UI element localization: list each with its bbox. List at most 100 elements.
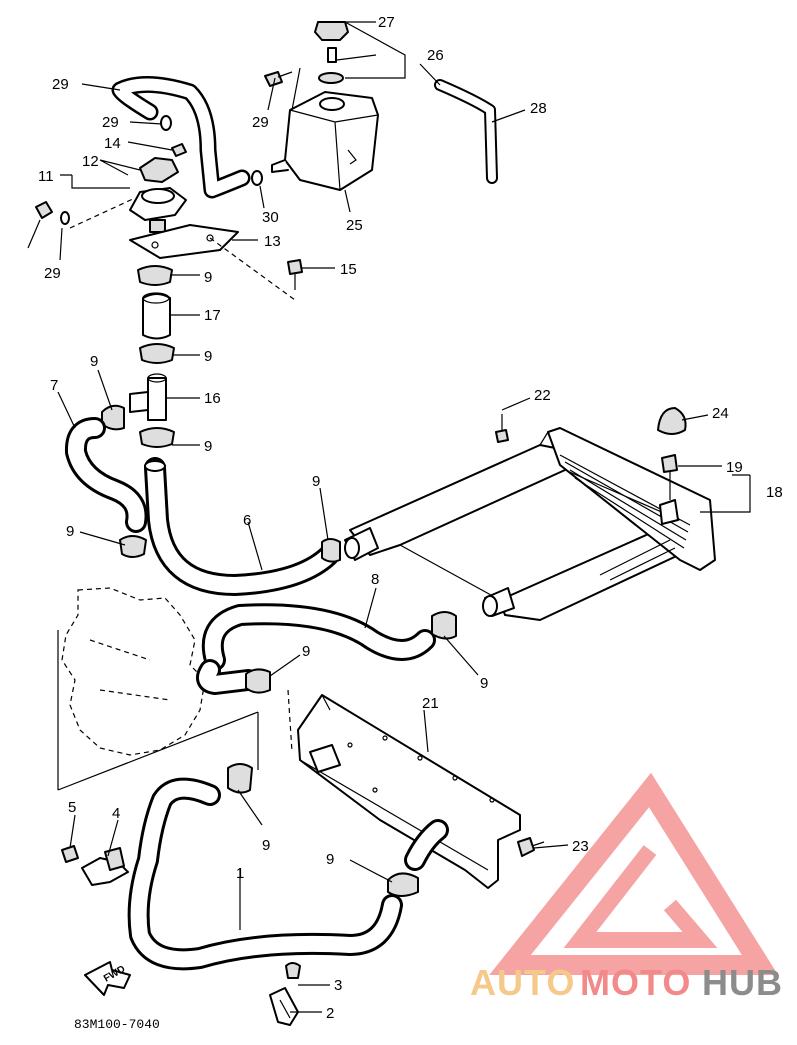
overflow-hose [434,79,498,184]
callout-15: 16 [204,390,221,407]
watermark-moto: MOTO [580,962,691,1003]
clamps-hose-1 [227,763,419,897]
callout-1: 1 [236,865,244,882]
callout-16: 17 [204,307,221,324]
clamp-9-f [321,538,341,563]
clip-29-left [60,211,70,225]
watermark-text: AUTO MOTO HUB [470,962,782,1003]
bolt-3 [285,962,301,979]
callout-23: 25 [346,217,363,234]
callout-18: 19 [726,459,743,476]
radiator-lower-inlet [482,595,498,617]
reservoir-tank [271,91,379,191]
callout-26: 28 [530,100,547,117]
filler-neck-outlet [149,219,166,233]
bracket-2-line [279,999,291,1019]
leader-lines [27,21,751,1013]
lower-bracket-assembly [269,962,301,1026]
bracket-4-tab [104,847,125,871]
clamp-9-i [227,763,253,794]
callout-19: 21 [422,695,439,712]
callout-6: 6 [243,512,251,529]
callout-20: 22 [534,387,551,404]
t-joint-15 [129,373,167,421]
callout-14: 15 [340,261,357,278]
fwd-arrow: FWD [84,961,131,996]
callout-3: 3 [334,977,342,994]
callout-9-f: 9 [66,523,74,540]
callout-10: 11 [38,168,54,185]
bolt-14 [287,259,303,275]
callout-25: 27 [378,14,395,31]
bolt-20 [495,429,509,443]
callout-9-i: 9 [262,837,270,854]
breather-hose [111,75,251,199]
callout-29-top: 29 [102,114,119,131]
callout-9-c: 9 [90,353,98,370]
callout-17: 18 [766,484,783,501]
gasket-plate-12 [129,224,239,259]
engine-outline [57,587,259,791]
engine-detail-line [89,639,171,701]
clamp-9-e [119,535,147,558]
radiator-17 [344,427,716,621]
hose-6 [144,457,339,596]
bolt-18 [661,454,678,473]
callout-29-right: 30 [262,209,279,226]
callout-24: 26 [427,47,444,64]
callout-4: 4 [112,805,120,822]
clamps-hose-8 [245,611,457,694]
radiator-upper-tank [349,444,566,556]
bolt-13 [171,143,187,157]
tank-cap [314,21,349,41]
watermark-logo [489,772,779,975]
radiator-fittings [495,407,687,500]
cap-stem [327,47,337,63]
shroud-fitting [309,744,341,773]
callout-9-b: 9 [204,348,212,365]
radiator-cap-11 [139,157,179,183]
callout-22: 24 [712,405,729,422]
callout-12: 13 [264,233,281,250]
hose-1 [127,777,449,971]
shroud-plate [297,694,521,889]
cap-30 [35,201,53,219]
callout-8: 8 [371,571,379,588]
bolt-27-shank [277,71,293,78]
clamps-vertical-stack [101,265,175,448]
watermark-triangle-outer [489,772,779,975]
clamp-9-b [139,343,175,364]
callout-9-g: 9 [302,643,310,660]
callouts: 27 26 28 29 29 29 14 12 11 30 25 29 13 1… [38,14,783,1022]
thermostat-housing [69,143,303,301]
bolt-5 [61,845,79,863]
callout-5: 5 [68,799,76,816]
fwd-arrow-shape [84,961,131,996]
bolt-27-head [264,71,283,87]
tank-top-edge [289,109,379,191]
callout-2: 2 [326,1005,334,1022]
watermark-triangle-inner [563,845,718,948]
radiator-upper-inlet [344,537,360,559]
callout-9-h: 9 [480,675,488,692]
tank-cap-assembly [314,21,349,84]
shroud-19 [287,689,521,889]
watermark-auto: AUTO [470,962,575,1003]
clamp-9-j [387,872,419,897]
diagram-code: 83M100-7040 [74,1017,160,1032]
hose-7 [64,417,148,533]
pipe-16 [142,292,171,340]
clip-29-top [160,115,172,131]
clamp-9-a [137,265,173,286]
callout-9-d: 9 [204,438,212,455]
plate-hole-a [151,241,159,249]
clamp-9-h [245,668,271,694]
engine-link-line [57,630,259,791]
plate-hole-b [206,234,214,242]
small-clips [35,115,263,225]
tank-body [284,91,379,191]
callout-9-a: 9 [204,269,212,286]
callout-7: 7 [50,377,58,394]
